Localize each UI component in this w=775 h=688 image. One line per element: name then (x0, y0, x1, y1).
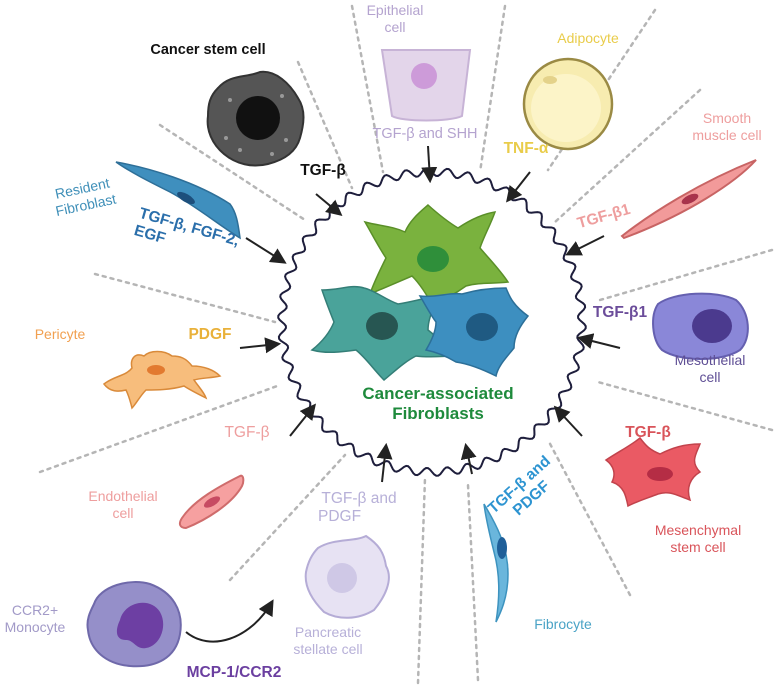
arrow-resident-fibroblast (245, 237, 287, 264)
resident-fibroblast-icon (115, 161, 241, 240)
adipocyte-icon (522, 57, 614, 151)
cancer-stem-cell-icon (206, 70, 305, 167)
separator-lines (38, 4, 774, 685)
smooth-muscle-cell-label: Smooth muscle cell (692, 110, 762, 143)
arrow-mesenchymal-stem-cell (553, 405, 583, 437)
cancer-stem-cell-factor: TGF-β (300, 162, 346, 179)
endothelial-cell-label: Endothelial cell (88, 488, 158, 521)
ccr2-monocyte-icon (86, 581, 182, 668)
center-label-line1: Cancer-associated (362, 384, 514, 403)
arrow-adipocyte (506, 171, 531, 203)
cancer-stem-cell-label: Cancer stem cell (150, 42, 266, 58)
epithelial-cell-factor: TGF-β and SHH (372, 126, 478, 142)
mesenchymal-stem-cell-icon (604, 436, 702, 508)
arrow-pericyte (239, 337, 282, 354)
arrow-mesothelial-cell (576, 333, 621, 349)
pericyte-factor: PDGF (188, 326, 232, 343)
adipocyte-label: Adipocyte (557, 30, 619, 46)
smooth-muscle-cell-icon (620, 159, 757, 240)
arrow-smooth-muscle-cell (565, 235, 605, 256)
pancreatic-stellate-cell-label: Pancreatic stellate cell (293, 624, 363, 657)
pancreatic-stellate-cell-icon (304, 534, 390, 619)
center-label: Cancer-associated Fibroblasts (338, 384, 538, 424)
pericyte-icon (102, 350, 222, 410)
endothelial-cell-factor: TGF-β (224, 424, 270, 441)
epithelial-cell-icon (380, 49, 472, 122)
mesenchymal-stem-cell-factor: TGF-β (625, 424, 671, 441)
arrow-endothelial-cell (289, 403, 316, 437)
ccr2-monocyte-label: CCR2+ Monocyte (4, 602, 66, 635)
arrow-monocyte-to-stellate (185, 599, 274, 643)
endothelial-cell-icon (178, 474, 245, 530)
epithelial-cell-label: Epithelial cell (366, 2, 424, 35)
fibrocyte-icon (483, 503, 509, 623)
arrow-pancreatic-stellate-cell (376, 442, 393, 483)
mesothelial-cell-icon (652, 292, 749, 360)
center-label-line2: Fibroblasts (392, 404, 484, 424)
mesothelial-cell-label: Mesothelial cell (674, 352, 746, 385)
arrow-fibrocyte (460, 442, 477, 475)
adipocyte-factor: TNF-α (503, 140, 549, 157)
mesenchymal-stem-cell-label: Mesenchymal stem cell (654, 522, 742, 555)
arrow-cancer-stem-cell (315, 193, 343, 217)
fibrocyte-label: Fibrocyte (534, 616, 592, 632)
ccr2-monocyte-factor: MCP-1/CCR2 (186, 664, 282, 681)
mesothelial-cell-factor: TGF-β1 (592, 304, 648, 321)
arrow-epithelial-cell (421, 145, 438, 184)
caf-teal-cell (310, 285, 458, 382)
caf-blue-cell (418, 287, 530, 378)
pericyte-label: Pericyte (34, 326, 86, 342)
arrows (185, 145, 621, 643)
pancreatic-stellate-cell-factor: TGF-β and PDGF (318, 490, 397, 526)
